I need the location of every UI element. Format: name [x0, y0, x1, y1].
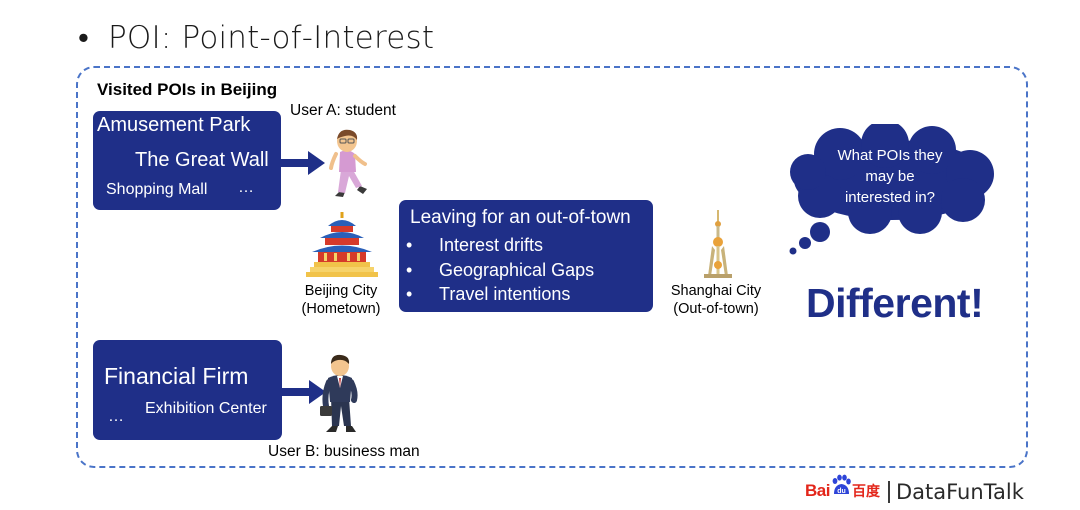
user-b-poi-box: Financial Firm Exhibition Center …: [93, 340, 282, 440]
thought-line-2: may be: [865, 168, 915, 185]
beijing-city-label: Beijing City (Hometown): [288, 282, 394, 318]
dashed-frame: [76, 66, 1028, 468]
baidu-logo-text: Bai: [805, 481, 830, 501]
thought-text: What POIs they may be interested in?: [820, 145, 960, 208]
baidu-cn-text: 百度: [851, 483, 880, 500]
oriental-pearl-tower-icon: [704, 210, 732, 278]
poi-great-wall: The Great Wall: [135, 149, 269, 171]
arrow-right-icon: [282, 380, 326, 404]
arrow-right-icon: [281, 151, 325, 175]
poi-exhibition-center: Exhibition Center: [145, 400, 267, 417]
leaving-box: Leaving for an out-of-town • Interest dri…: [399, 200, 653, 312]
shanghai-city-note: (Out-of-town): [673, 301, 759, 317]
user-a-poi-box: Amusement Park The Great Wall Shopping M…: [93, 111, 281, 210]
list-item: • Interest drifts: [399, 233, 594, 258]
logo-divider: [887, 481, 890, 503]
title-text: POI: Point-of-Interest: [108, 20, 435, 56]
baidu-paw-icon: du: [832, 474, 851, 495]
temple-of-heaven-icon: [306, 212, 378, 277]
list-item: • Geographical Gaps: [399, 258, 594, 283]
shanghai-city-name: Shanghai City: [670, 283, 762, 299]
poi-financial-firm: Financial Firm: [104, 363, 249, 389]
student-icon: [329, 129, 367, 197]
baidu-paw-text: du: [837, 488, 846, 495]
thought-cloud-icon: [789, 124, 994, 255]
poi-amusement-park: Amusement Park: [97, 114, 251, 136]
businessman-icon: [320, 354, 358, 432]
title-bullet: •: [78, 20, 90, 56]
user-a-label: User A: student: [290, 102, 396, 119]
list-item: • Travel intentions: [399, 282, 594, 307]
list-bullet: •: [406, 235, 413, 255]
thought-line-1: What POIs they: [837, 147, 943, 164]
beijing-city-note: (Hometown): [301, 301, 381, 317]
baidu-datafuntalk-logo: Bai du 百度 DataFunTalk: [805, 474, 1024, 504]
list-item-text: Geographical Gaps: [439, 259, 595, 280]
poi-ellipsis: …: [108, 408, 124, 425]
poi-shopping-mall: Shopping Mall: [106, 181, 208, 198]
leaving-list: • Interest drifts • Geographical Gaps • Tra…: [399, 233, 594, 307]
beijing-city-name: Beijing City: [304, 283, 378, 299]
leaving-heading: Leaving for an out-of-town: [410, 207, 631, 228]
conclusion-text: Different!: [806, 280, 984, 326]
frame-title: Visited POIs in Beijing: [97, 80, 278, 99]
slide-title: • POI: Point-of-Interest: [78, 20, 434, 56]
list-bullet: •: [406, 259, 413, 280]
user-b-label: User B: business man: [268, 443, 420, 460]
list-item-text: Travel intentions: [439, 284, 571, 304]
thought-line-3: interested in?: [844, 189, 936, 206]
list-bullet: •: [406, 284, 413, 304]
shanghai-city-label: Shanghai City (Out-of-town): [662, 282, 770, 318]
list-item-text: Interest drifts: [439, 235, 544, 255]
poi-ellipsis: …: [238, 179, 254, 196]
datafuntalk-text: DataFunTalk: [895, 480, 1024, 504]
